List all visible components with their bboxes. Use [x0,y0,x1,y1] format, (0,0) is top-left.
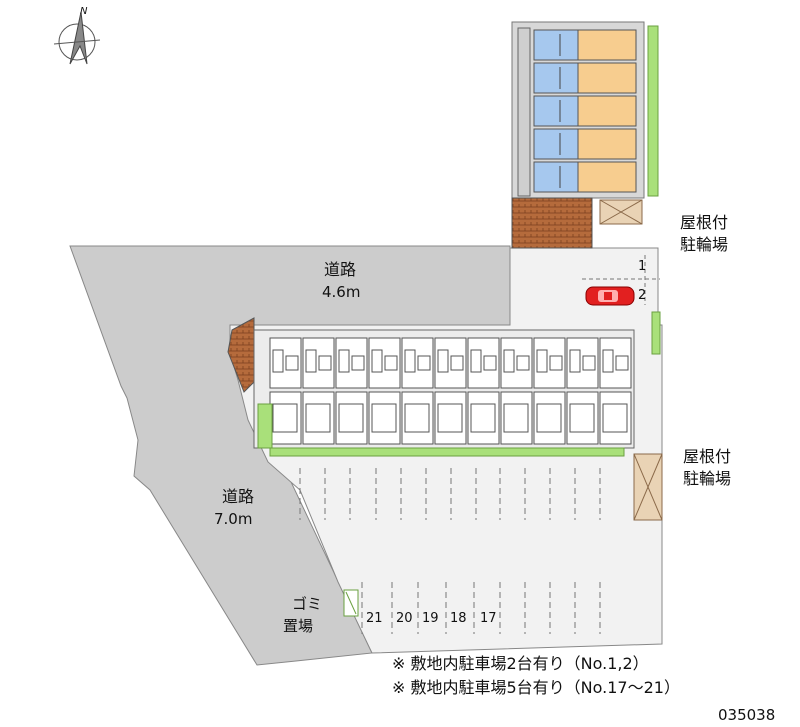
parking-number-2: 2 [638,288,646,303]
lower-room-lower [335,391,368,445]
upper-room-orange [577,128,637,160]
bike-upper-line1: 屋根付 [680,213,728,232]
garbage-line1: ゴミ [292,595,322,613]
green-strip-left [257,403,273,449]
upper-room-blue [533,161,579,193]
lower-room-lower [302,391,335,445]
road-top-name: 道路 [324,260,356,279]
bike-lower-line1: 屋根付 [683,447,731,466]
lower-room-lower [368,391,401,445]
garbage-line2: 置場 [283,617,313,635]
road-left-name: 道路 [222,487,254,506]
lower-room-lower [401,391,434,445]
lower-room-lower [500,391,533,445]
lower-room-lower [599,391,632,445]
lower-room-upper [269,337,302,389]
upper-room-blue [533,95,579,127]
upper-corridor [517,27,531,197]
north-arrow-icon: N [53,6,101,65]
lower-building-brick [227,317,255,393]
property-code: 035038 [718,706,775,724]
bike-upper-line2: 駐輪場 [680,235,728,254]
green-strip-top [647,25,659,197]
lower-room-lower [434,391,467,445]
road-top-width: 4.6m [322,283,360,301]
parking-number-18: 18 [450,611,467,626]
parking-number-21: 21 [366,611,383,626]
upper-room-blue [533,62,579,94]
upper-room-orange [577,29,637,61]
upper-room-orange [577,95,637,127]
lower-room-lower [566,391,599,445]
upper-stair [511,197,593,249]
parking-number-1: 1 [638,259,646,274]
parking-note-2: ※ 敷地内駐車場5台有り（No.17〜21） [392,678,680,697]
green-strip-bottom [269,447,625,457]
green-strip-mid [651,311,661,355]
parking-number-19: 19 [422,611,439,626]
upper-room-orange [577,161,637,193]
road-left-width: 7.0m [214,510,252,528]
parking-note-1: ※ 敷地内駐車場2台有り（No.1,2） [392,654,649,673]
lower-room-lower [467,391,500,445]
bike-lower-line2: 駐輪場 [683,469,731,488]
lower-room-lower [533,391,566,445]
car-icon [585,286,635,306]
north-label: N [80,6,88,17]
upper-room-blue [533,128,579,160]
parking-number-17: 17 [480,611,497,626]
upper-room-orange [577,62,637,94]
parking-number-20: 20 [396,611,413,626]
lower-room-lower [269,391,302,445]
upper-room-blue [533,29,579,61]
